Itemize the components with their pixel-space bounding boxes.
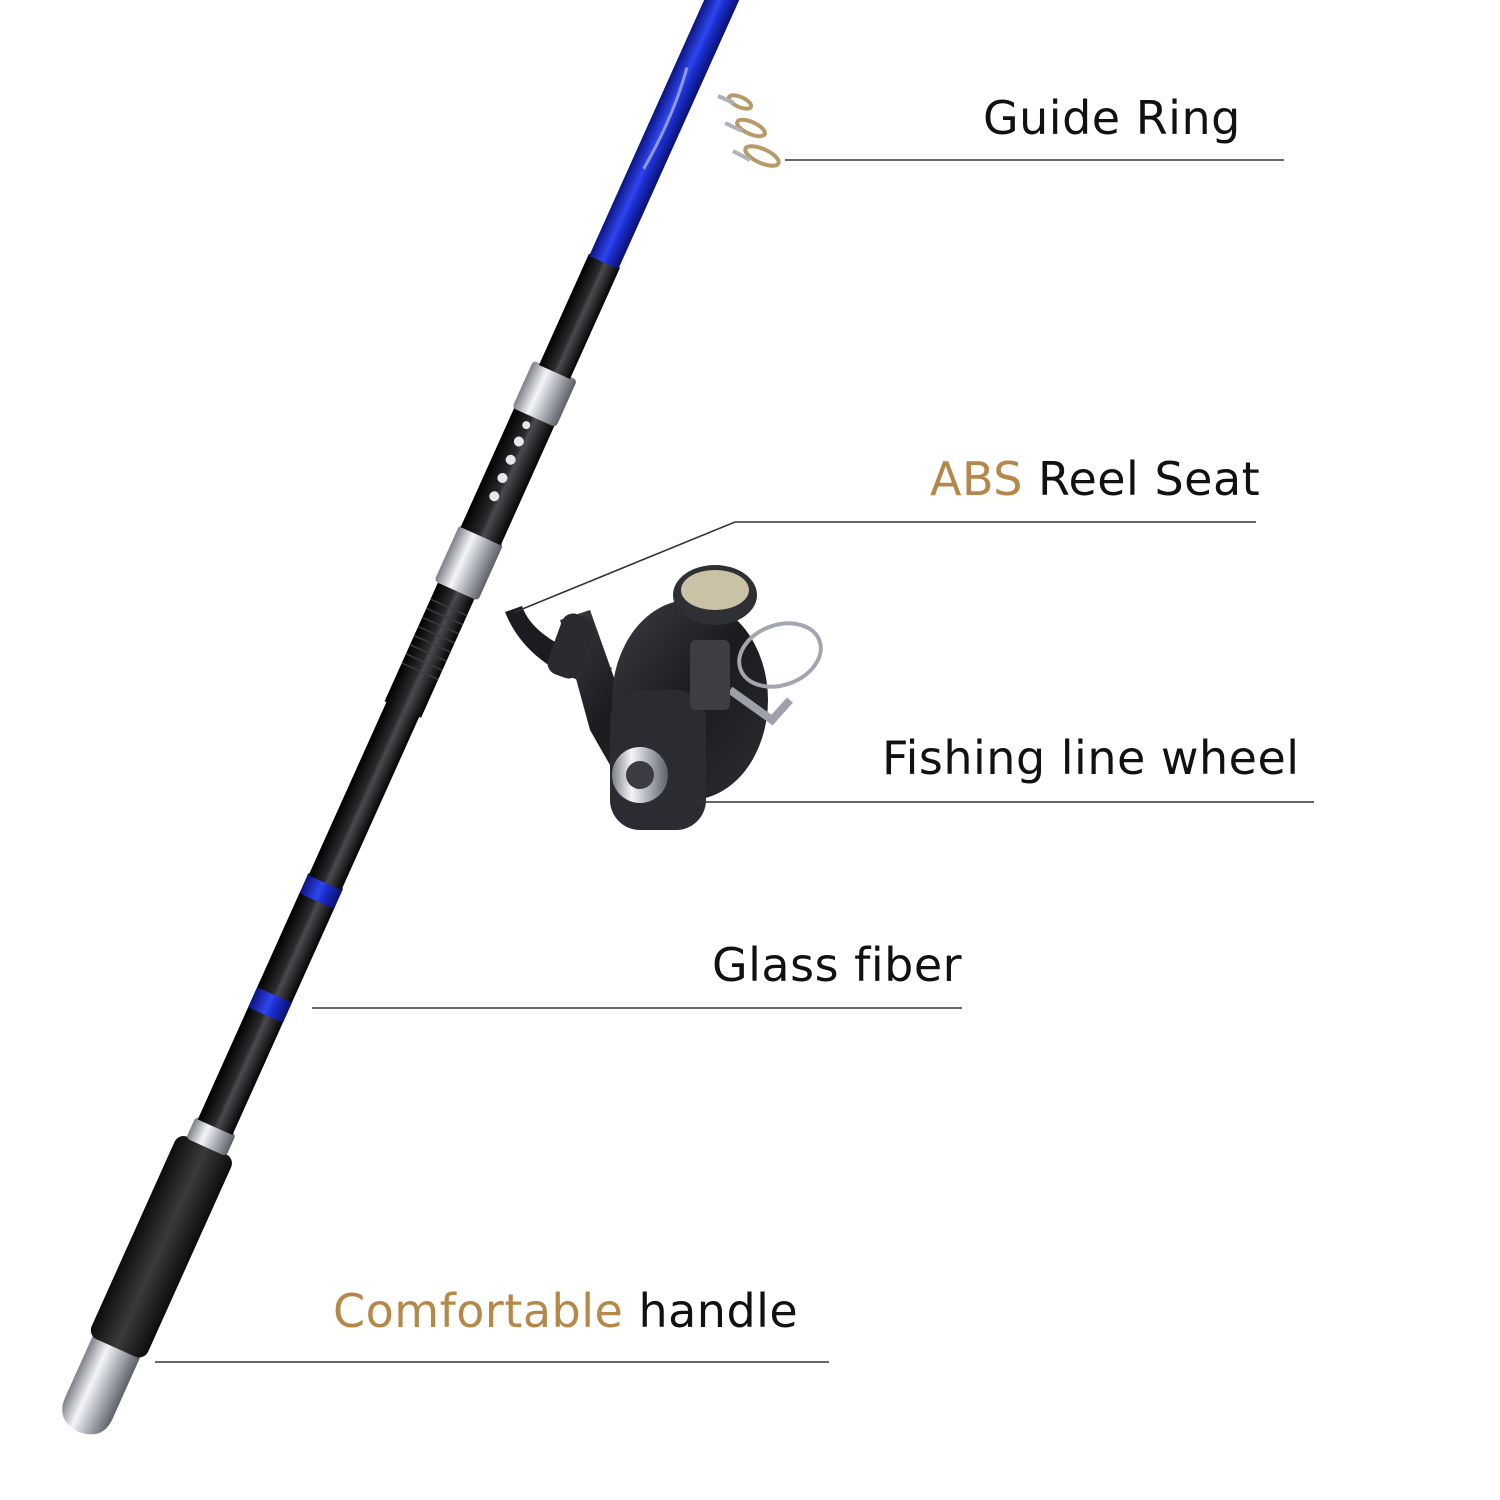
label-glass-fiber: Glass fiber [712, 942, 962, 988]
blue-blank-section [589, 0, 747, 270]
foam-grip [90, 1135, 232, 1358]
label-handle-text: handle [638, 1284, 799, 1338]
label-guide-ring-text: Guide Ring [983, 91, 1241, 145]
label-guide-ring: Guide Ring [983, 95, 1241, 141]
threaded-section [384, 580, 476, 718]
reel-seat-body [460, 406, 555, 546]
rod-section-upper-black [538, 253, 621, 379]
butt-cap [62, 1335, 141, 1435]
reel-label-plate [690, 640, 730, 710]
thread-lines [401, 598, 468, 681]
label-fishing-line-wheel: Fishing line wheel [882, 735, 1300, 781]
label-reel-seat: ABS Reel Seat [930, 456, 1260, 502]
leader-lines [155, 159, 1314, 1363]
rod [62, 0, 747, 1435]
blue-band-upper [299, 873, 344, 909]
glass-fiber-section [308, 700, 421, 891]
reel-bail-arm [727, 686, 793, 726]
reel-seat-lower-ring [435, 525, 503, 600]
reel-bail-wire [737, 621, 823, 689]
label-fishing-line-wheel-text: Fishing line wheel [882, 731, 1300, 785]
reel-handle-knob [547, 613, 595, 679]
spinning-reel [505, 565, 823, 830]
label-reel-seat-accent: ABS [930, 452, 1023, 506]
label-glass-fiber-text: Glass fiber [712, 938, 963, 992]
label-handle-accent: Comfortable [333, 1284, 624, 1338]
grip-collar [187, 1117, 235, 1156]
label-handle: Comfortable handle [333, 1288, 798, 1334]
label-reel-seat-text: Reel Seat [1038, 452, 1261, 506]
reel-spool-line [681, 570, 749, 610]
blue-band-lower [248, 987, 292, 1023]
reel-seat-upper-ring [513, 361, 576, 427]
reel-seat-holes [489, 421, 531, 502]
guide-ring-feet [717, 94, 751, 162]
guide-rings [726, 93, 781, 168]
blank-decal [642, 67, 689, 170]
leader-reel-seat [514, 521, 1256, 613]
